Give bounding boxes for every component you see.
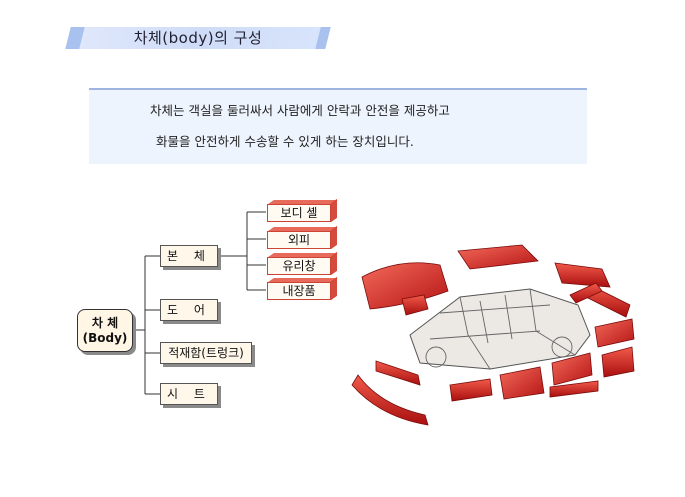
description-line-2: 화물을 안전하게 수송할 수 있게 하는 장치입니다. [156, 134, 414, 149]
description-panel [89, 88, 587, 164]
category-main-body: 본 체 [160, 245, 218, 267]
root-node-body: 차 체 (Body) [77, 309, 133, 352]
root-label-korean: 차 체 [91, 316, 119, 330]
category-door: 도 어 [160, 299, 218, 321]
part-outer-panel: 외피 [267, 231, 331, 249]
exploded-car-body-illustration [351, 244, 635, 426]
root-label-english: (Body) [82, 331, 128, 345]
part-windows: 유리창 [267, 257, 331, 275]
part-body-shell: 보디 셸 [267, 204, 331, 222]
category-trunk: 적재함(트렁크) [160, 342, 252, 364]
category-seat: 시 트 [160, 383, 218, 405]
description-line-1: 차체는 객실을 둘러싸서 사람에게 안락과 안전을 제공하고 [150, 103, 450, 118]
part-interior-trim: 내장품 [267, 282, 331, 300]
page-title: 차체(body)의 구성 [133, 29, 263, 47]
